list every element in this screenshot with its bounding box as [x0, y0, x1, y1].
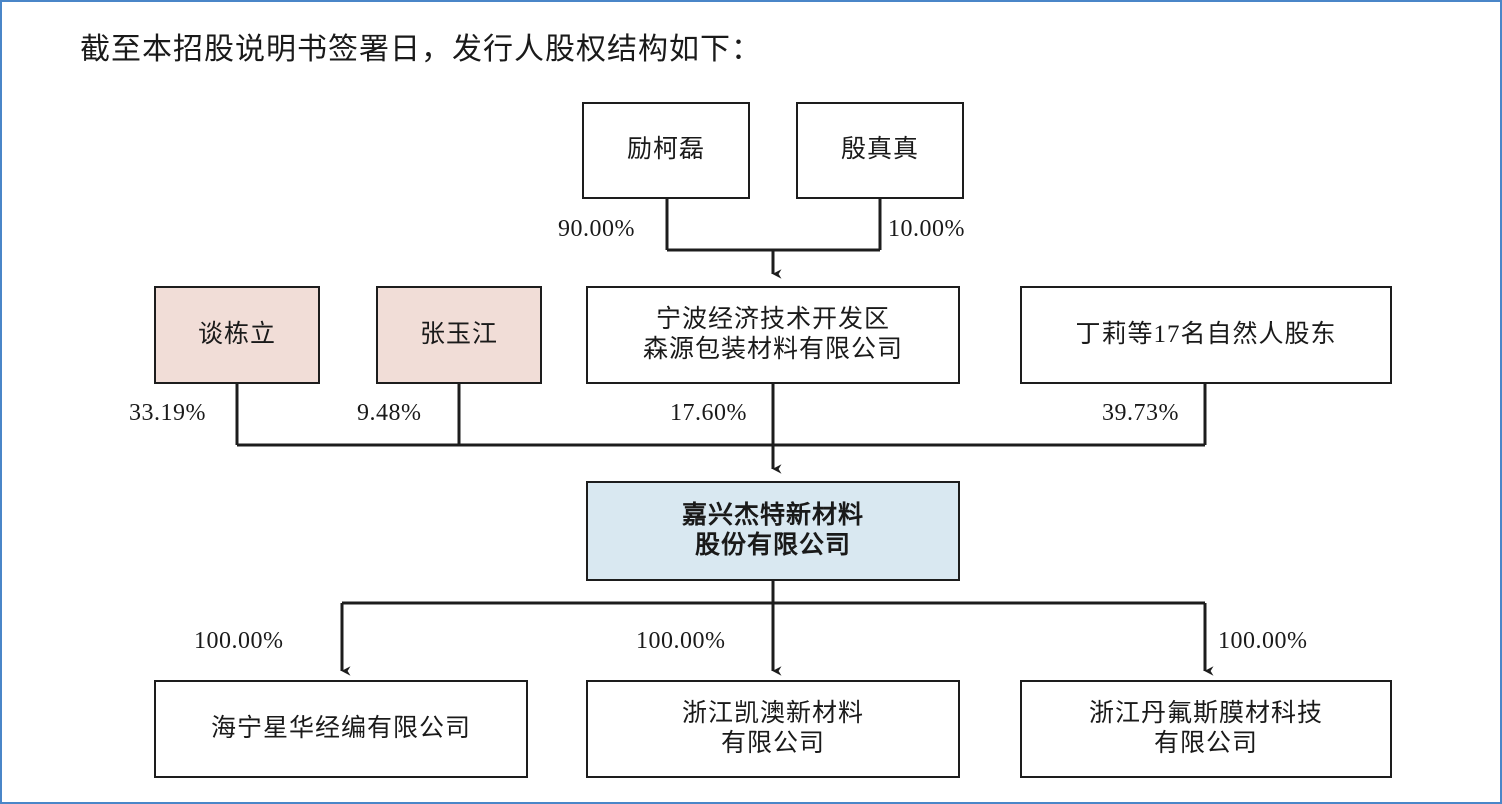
node-zhejiang-danfusi-label-line2: 有限公司 [1153, 730, 1258, 757]
node-zhejiang-danfusi-label-line1: 浙江丹氟斯膜材科技 [1088, 699, 1323, 727]
node-zhang-yujiang[interactable]: 张玉江 [376, 286, 542, 384]
node-zhejiang-kaiao-label-line1: 浙江凯澳新材料 [681, 699, 864, 727]
node-haining-xinghua[interactable]: 海宁星华经编有限公司 [154, 680, 528, 778]
percent-label-100-kaiao: 100.00% [636, 628, 726, 654]
percent-label-100-danfusi: 100.00% [1218, 628, 1308, 654]
node-zhejiang-kaiao-label-line2: 有限公司 [720, 730, 825, 757]
node-senyuan-packaging-label-line1: 宁波经济技术开发区 [655, 305, 890, 333]
node-zhejiang-danfusi[interactable]: 浙江丹氟斯膜材科技 有限公司 [1020, 680, 1392, 778]
percent-label-1760: 17.60% [670, 400, 747, 426]
percent-label-948: 9.48% [357, 400, 422, 426]
node-ding-li-shareholders[interactable]: 丁莉等17名自然人股东 [1020, 286, 1392, 384]
node-li-kelei[interactable]: 励柯磊 [582, 102, 750, 199]
percent-label-90: 90.00% [558, 216, 635, 242]
node-zhang-yujiang-label: 张玉江 [419, 320, 498, 348]
node-senyuan-packaging[interactable]: 宁波经济技术开发区 森源包装材料有限公司 [586, 286, 960, 384]
node-tan-dongli-label: 谈栋立 [197, 320, 276, 348]
percent-label-100-xinghua: 100.00% [194, 628, 284, 654]
node-jiaxing-jiete[interactable]: 嘉兴杰特新材料 股份有限公司 [586, 481, 960, 581]
node-haining-xinghua-label: 海宁星华经编有限公司 [210, 714, 471, 742]
node-li-kelei-label: 励柯磊 [626, 136, 705, 164]
page-title: 截至本招股说明书签署日，发行人股权结构如下： [80, 33, 762, 66]
node-jiaxing-jiete-label-line1: 嘉兴杰特新材料 [681, 501, 864, 529]
node-yin-zhenzhen[interactable]: 殷真真 [796, 102, 964, 199]
node-jiaxing-jiete-label-line2: 股份有限公司 [694, 532, 851, 559]
node-senyuan-packaging-label-line2: 森源包装材料有限公司 [642, 336, 903, 363]
percent-label-3319: 33.19% [129, 400, 206, 426]
percent-label-10: 10.00% [888, 216, 965, 242]
node-tan-dongli[interactable]: 谈栋立 [154, 286, 320, 384]
node-ding-li-shareholders-label: 丁莉等17名自然人股东 [1075, 320, 1337, 348]
node-zhejiang-kaiao[interactable]: 浙江凯澳新材料 有限公司 [586, 680, 960, 778]
node-yin-zhenzhen-label: 殷真真 [840, 136, 919, 164]
percent-label-3973: 39.73% [1102, 400, 1179, 426]
